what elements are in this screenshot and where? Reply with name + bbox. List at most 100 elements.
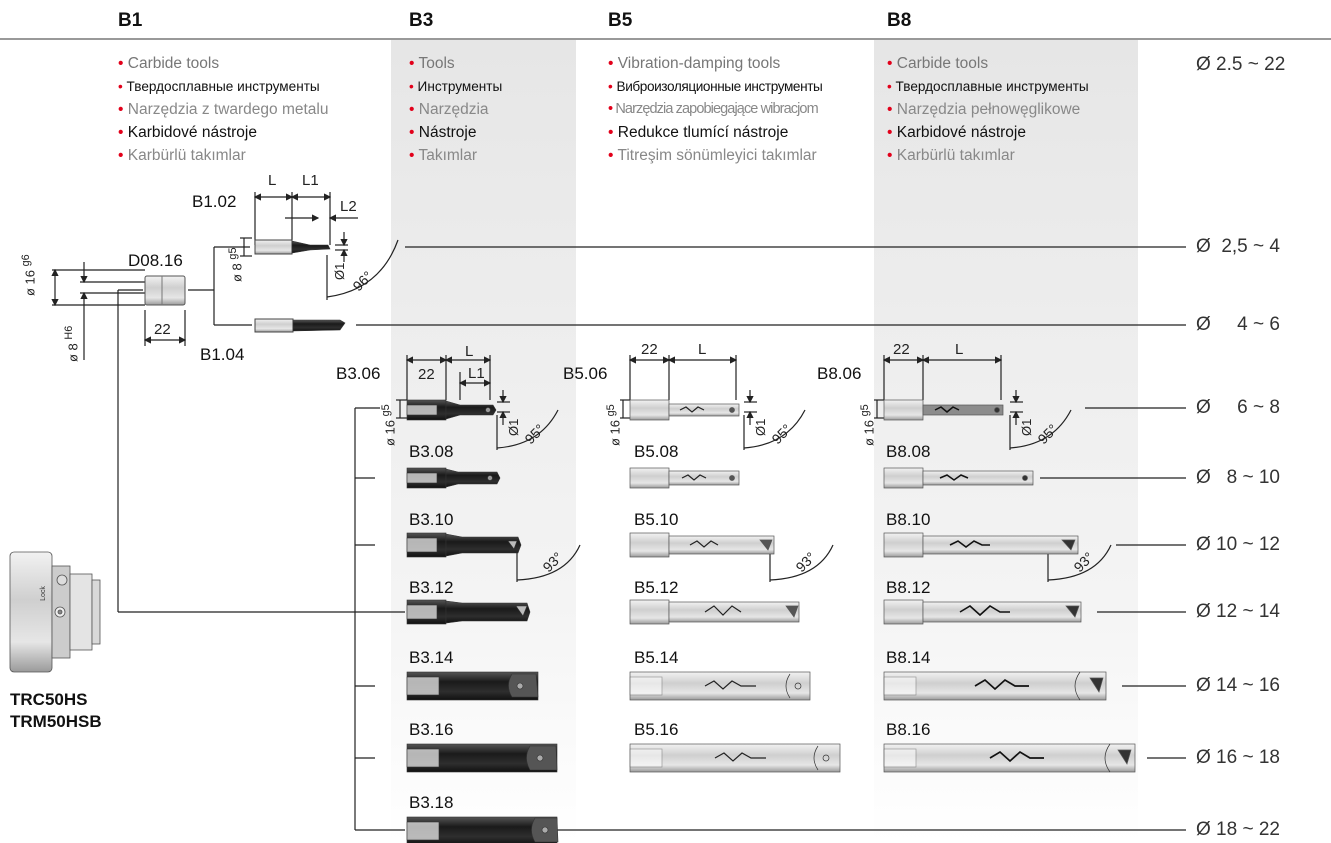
- range-10-12: Ø 10 ~ 12: [1196, 534, 1280, 555]
- b5-tools: [629, 399, 841, 773]
- range-6-8: Ø 6 ~ 8: [1196, 397, 1280, 418]
- dim-b5-L: L: [698, 341, 707, 358]
- range-18-22: Ø 18 ~ 22: [1196, 819, 1280, 840]
- b5-text-tr: Titreşim sönümleyici takımlar: [617, 147, 817, 164]
- dim-b8-L: L: [955, 341, 964, 358]
- dim-d08-22: 22: [154, 321, 171, 338]
- code-b3-06: B3.06: [336, 364, 381, 383]
- range-16-18: Ø 16 ~ 18: [1196, 747, 1280, 768]
- b5-text-pl: Narzędzia zapobiegające wibracjom: [615, 101, 818, 117]
- code-b3-10: B3.10: [409, 510, 454, 529]
- b1-text-cz: Karbidové nástroje: [127, 124, 257, 141]
- dim-b1-L2: L2: [340, 198, 357, 215]
- holder-lock-text: Lock: [39, 586, 47, 601]
- b8-description: • Carbide tools • Твердосплавные инструм…: [887, 55, 1089, 164]
- code-b5-06: B5.06: [563, 364, 608, 383]
- b3-text-ru: Инструменты: [417, 79, 503, 94]
- b1-04-tool: [254, 318, 346, 333]
- b1-text-tr: Karbürlü takımlar: [127, 147, 246, 164]
- dim-b1-d8-g5: ø 8 g5: [227, 248, 244, 282]
- b8-text-cz: Karbidové nástroje: [896, 124, 1026, 141]
- b1-text-pl: Narzędzia z twardego metalu: [127, 101, 329, 118]
- b3-tools: [406, 399, 559, 843]
- range-12-14: Ø 12 ~ 14: [1196, 601, 1280, 622]
- b3-text-cz: Nástroje: [418, 124, 477, 141]
- b1-text-ru: Твердосплавные инструменты: [126, 79, 320, 94]
- b8-tools: [883, 399, 1136, 773]
- b3-text-tr: Takımlar: [418, 147, 478, 164]
- dim-b3-L: L: [465, 343, 474, 360]
- b5-text-en: Vibration-damping tools: [617, 55, 781, 72]
- dim-b8-d16-value: ø 16: [861, 419, 877, 446]
- dim-b3-d16-value: ø 16: [382, 419, 398, 446]
- dim-g6-tol: g6: [20, 254, 32, 267]
- header-b3: B3: [409, 10, 434, 31]
- code-b3-12: B3.12: [409, 578, 454, 597]
- dim-d16-g6: ø 16 g6: [20, 254, 37, 296]
- code-b3-16: B3.16: [409, 720, 454, 739]
- dim-b3-g5-tol: g5: [380, 404, 392, 417]
- code-b8-12: B8.12: [886, 578, 931, 597]
- header-rule: [0, 38, 1331, 40]
- b8-text-ru: Твердосплавные инструменты: [895, 79, 1089, 94]
- code-b5-10: B5.10: [634, 510, 679, 529]
- dim-b1-g5-tol: g5: [227, 247, 239, 260]
- code-d08-16: D08.16: [128, 251, 183, 270]
- header-b1: B1: [118, 10, 143, 31]
- code-b3-18: B3.18: [409, 793, 454, 812]
- code-b5-12: B5.12: [634, 578, 679, 597]
- holder-label-trc50hs: TRC50HS: [10, 690, 88, 709]
- b3-text-en: Tools: [418, 55, 455, 72]
- code-b8-14: B8.14: [886, 648, 931, 667]
- code-b8-16: B8.16: [886, 720, 931, 739]
- range-14-16: Ø 14 ~ 16: [1196, 675, 1280, 696]
- code-b1-02: B1.02: [192, 192, 237, 211]
- header-b8: B8: [887, 10, 912, 31]
- b1-description: • Carbide tools • Твердосплавные инструм…: [118, 55, 329, 164]
- range-4-6: Ø 4 ~ 6: [1196, 314, 1280, 335]
- b8-text-en: Carbide tools: [896, 55, 989, 72]
- code-b8-08: B8.08: [886, 442, 931, 461]
- dim-b8-g5-tol: g5: [859, 404, 871, 417]
- dim-d8-value: ø 8: [65, 343, 81, 362]
- range-2-5-4: Ø 2,5 ~ 4: [1196, 236, 1280, 257]
- dim-b1-L1: L1: [302, 172, 319, 189]
- dim-b5-d16-value: ø 16: [607, 419, 623, 446]
- b8-text-tr: Karbürlü takımlar: [896, 147, 1015, 164]
- dim-b1-d8-value: ø 8: [229, 263, 245, 282]
- code-b3-08: B3.08: [409, 442, 454, 461]
- dim-b5-22: 22: [641, 341, 658, 358]
- b8-text-pl: Narzędzia pełnowęglikowe: [896, 101, 1081, 118]
- dim-b8-d16-g5: ø 16 g5: [859, 404, 876, 446]
- b5-text-ru: Виброизоляционные инструменты: [616, 79, 823, 94]
- code-b1-04: B1.04: [200, 345, 245, 364]
- dim-h6-tol: H6: [63, 325, 75, 340]
- code-b5-08: B5.08: [634, 442, 679, 461]
- b3-text-pl: Narzędzia: [418, 101, 489, 118]
- dim-b5-g5-tol: g5: [605, 404, 617, 417]
- dim-b3-d16-g5: ø 16 g5: [380, 404, 397, 446]
- b3-description: • Tools • Инструменты • Narzędzia • Nást…: [409, 55, 503, 164]
- code-b8-10: B8.10: [886, 510, 931, 529]
- b1-02-tool: [254, 239, 331, 255]
- dim-b3-L1: L1: [468, 365, 485, 382]
- b8-column-band: [874, 38, 1138, 843]
- range-overall: Ø 2.5 ~ 22: [1196, 54, 1286, 75]
- code-b5-16: B5.16: [634, 720, 679, 739]
- dim-b3-d1: Ø1: [506, 418, 521, 436]
- holder-label-trm50hsb: TRM50HSB: [10, 712, 102, 731]
- dim-b5-d16-g5: ø 16 g5: [605, 404, 622, 446]
- code-b3-14: B3.14: [409, 648, 454, 667]
- trc50hs-holder: [9, 551, 101, 673]
- code-b8-06: B8.06: [817, 364, 862, 383]
- dim-b1-L: L: [268, 172, 277, 189]
- dim-b8-d1: Ø1: [1019, 418, 1034, 436]
- dim-b5-d1: Ø1: [753, 418, 768, 436]
- dim-b3-22: 22: [418, 366, 435, 383]
- dim-d16-value: ø 16: [22, 269, 38, 296]
- dim-d8-h6: ø 8 H6: [63, 326, 80, 362]
- header-b5: B5: [608, 10, 633, 31]
- b1-text-en: Carbide tools: [127, 55, 220, 72]
- d08-16-sleeve: [144, 275, 186, 306]
